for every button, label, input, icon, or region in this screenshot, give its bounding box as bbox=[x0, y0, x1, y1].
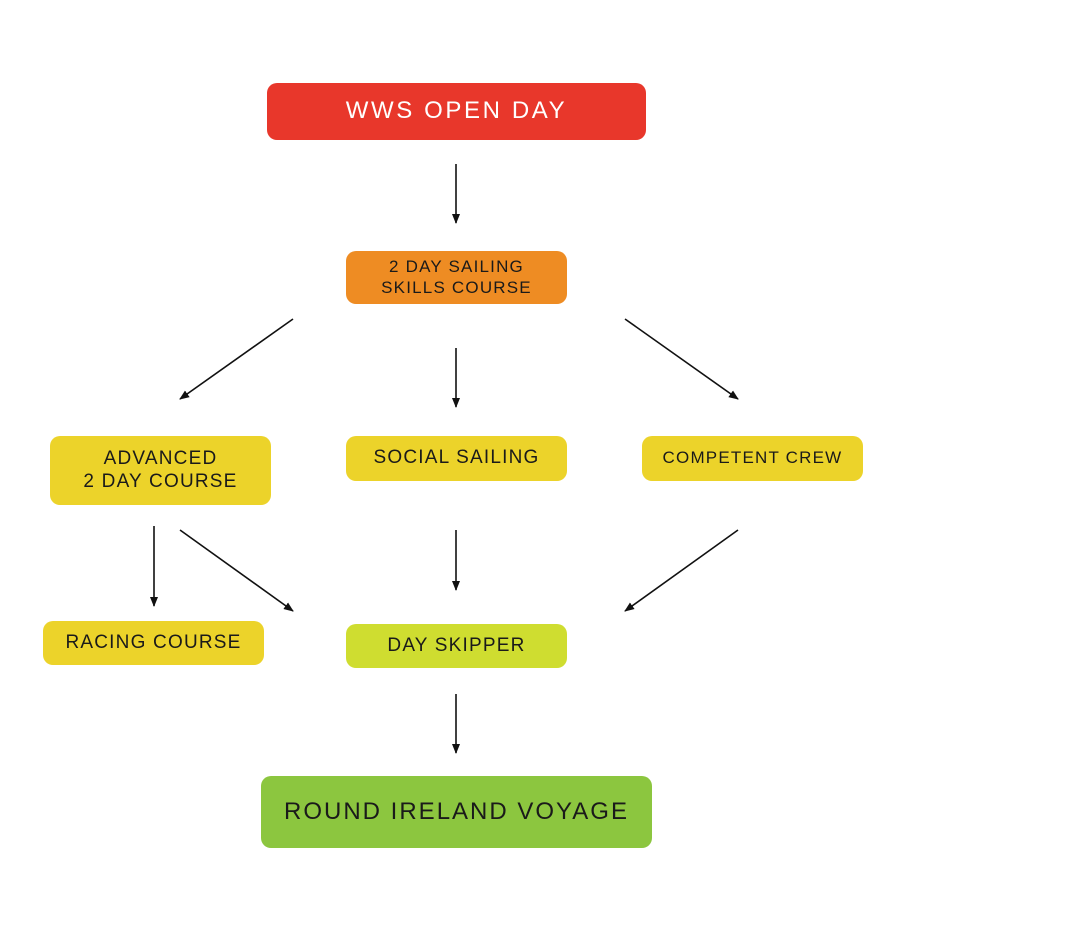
node-2-day-sailing-skills-course: 2 DAY SAILING SKILLS COURSE bbox=[346, 251, 567, 304]
node-racing-course: RACING COURSE bbox=[43, 621, 264, 665]
node-label: ADVANCED 2 DAY COURSE bbox=[83, 447, 238, 492]
node-label: 2 DAY SAILING SKILLS COURSE bbox=[381, 257, 532, 297]
node-label: SOCIAL SAILING bbox=[373, 447, 540, 469]
node-wws-open-day: WWS OPEN DAY bbox=[267, 83, 646, 140]
node-day-skipper: DAY SKIPPER bbox=[346, 624, 567, 668]
node-round-ireland-voyage: ROUND IRELAND VOYAGE bbox=[261, 776, 652, 848]
node-label: COMPETENT CREW bbox=[662, 448, 843, 468]
node-label: DAY SKIPPER bbox=[387, 634, 526, 656]
node-label: ROUND IRELAND VOYAGE bbox=[284, 797, 629, 825]
arrow-crew-to-day-skipper bbox=[624, 529, 739, 612]
node-label: WWS OPEN DAY bbox=[345, 97, 568, 125]
arrow-skills-to-crew bbox=[624, 318, 739, 400]
node-advanced-2-day-course: ADVANCED 2 DAY COURSE bbox=[50, 436, 271, 505]
arrow-advanced-to-day-skipper bbox=[179, 529, 294, 612]
node-competent-crew: COMPETENT CREW bbox=[642, 436, 863, 481]
node-social-sailing: SOCIAL SAILING bbox=[346, 436, 567, 481]
arrow-skills-to-advanced bbox=[179, 318, 294, 400]
node-label: RACING COURSE bbox=[65, 631, 242, 653]
